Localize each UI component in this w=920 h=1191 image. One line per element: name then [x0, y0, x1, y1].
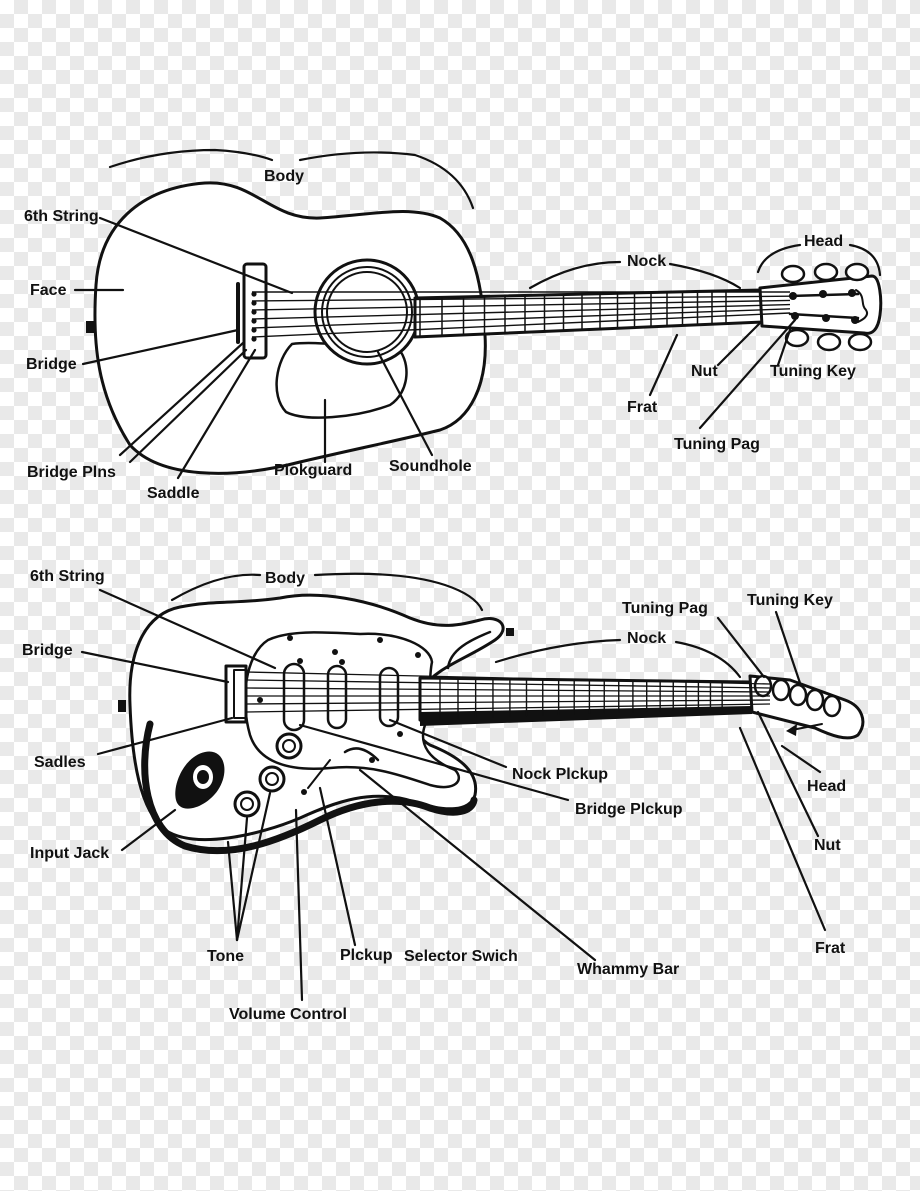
label-acoustic-fret: Frat [627, 399, 658, 416]
electric-bridge [224, 664, 248, 724]
label-electric-fret: Frat [815, 940, 846, 957]
electric-pickguard-screws [257, 635, 421, 763]
electric-pickguard-screw [397, 731, 403, 737]
label-electric-selector-switch: Selector Swich [404, 948, 518, 965]
electric-middle-pickup [326, 664, 348, 730]
label-acoustic-head: Head [804, 233, 843, 250]
acoustic-guitar [86, 181, 883, 475]
label-electric-tone: Tone [207, 948, 244, 965]
label-electric-nut: Nut [814, 837, 841, 854]
electric-string [245, 699, 771, 705]
electric-frets [439, 678, 723, 720]
electric-pickguard-screw [369, 757, 375, 763]
acoustic-strings [251, 291, 791, 338]
acoustic-bridge-pin [251, 336, 257, 342]
acoustic-leaders [73, 148, 882, 480]
electric-strap-button [118, 700, 126, 712]
label-acoustic-sixth-string: 6th String [24, 208, 99, 225]
electric-selector-tip [301, 789, 307, 795]
label-acoustic-soundhole: Soundhole [389, 458, 472, 475]
electric-horn [446, 630, 492, 670]
electric-pickguard-screw [377, 637, 383, 643]
acoustic-bridge-pin [251, 300, 257, 306]
electric-string [245, 679, 771, 689]
electric-whammy-bar [343, 747, 380, 762]
label-electric-neck-pickup: Nock Plckup [512, 766, 608, 783]
label-electric-input-jack: Input Jack [30, 845, 109, 862]
acoustic-string [251, 303, 791, 320]
acoustic-string [251, 299, 791, 311]
electric-tone-knob-1 [258, 765, 286, 793]
label-electric-bridge: Bridge [22, 642, 73, 659]
electric-tone-knob-1-inner [265, 772, 279, 786]
acoustic-bridge-pin [251, 327, 257, 333]
acoustic-bridge-pins [251, 291, 257, 342]
label-acoustic-bridge: Bridge [26, 356, 77, 373]
label-electric-whammy-bar: Whammy Bar [577, 961, 679, 978]
label-acoustic-saddle: Saddle [147, 485, 200, 502]
acoustic-frets [419, 290, 727, 337]
acoustic-bridge-pin [251, 309, 257, 315]
acoustic-soundhole-outer [313, 258, 421, 366]
label-electric-saddles: Sadles [34, 754, 86, 771]
acoustic-string [251, 295, 791, 302]
electric-input-jack-hole [197, 770, 209, 784]
electric-volume-knob [275, 732, 303, 760]
electric-pickguard-screw [415, 652, 421, 658]
label-acoustic-tuning-key: Tuning Key [770, 363, 856, 380]
electric-pickguard-screw [339, 659, 345, 665]
electric-guitar [118, 593, 865, 855]
electric-horn-button [506, 628, 514, 636]
electric-head-arrow-tip [786, 724, 797, 736]
acoustic-bridge-pin [251, 318, 257, 324]
label-electric-sixth-string: 6th String [30, 568, 105, 585]
label-acoustic-neck: Nock [627, 253, 666, 270]
electric-volume-knob-inner [282, 739, 296, 753]
electric-string [245, 671, 771, 685]
label-electric-body: Body [265, 570, 305, 587]
electric-neck-shadow [420, 706, 752, 726]
label-electric-bridge-pickup: Bridge Plckup [575, 801, 683, 818]
acoustic-tuning-pegs [789, 289, 859, 324]
electric-bridge-inner [233, 669, 247, 719]
electric-string [245, 687, 771, 693]
electric-tone-knob-2-inner [240, 797, 254, 811]
label-electric-neck: Nock [627, 630, 666, 647]
electric-pickguard-screw [257, 697, 263, 703]
label-electric-tuning-key: Tuning Key [747, 592, 833, 609]
label-acoustic-bridge-pins: Bridge Plns [27, 464, 116, 481]
label-electric-tuning-peg: Tuning Pag [622, 600, 708, 617]
electric-leaders [80, 572, 827, 1002]
electric-pickguard-screw [297, 658, 303, 664]
electric-head-arrow [791, 723, 823, 731]
label-electric-pickup: Plckup [340, 947, 393, 964]
electric-strings [245, 671, 771, 713]
labels: Body 6th String Face Bridge Bridge Plns … [22, 168, 856, 1023]
acoustic-tuning-keys [780, 262, 873, 352]
acoustic-bridge-pin [251, 291, 257, 297]
acoustic-string [251, 312, 791, 338]
electric-neck-pickup [378, 666, 400, 728]
acoustic-soundhole-ring [321, 266, 413, 358]
label-acoustic-face: Face [30, 282, 67, 299]
label-electric-volume-control: Volume Control [229, 1006, 347, 1023]
label-acoustic-body: Body [264, 168, 304, 185]
electric-string [245, 703, 771, 713]
label-acoustic-pickguard: Plokguard [274, 462, 352, 479]
acoustic-head-tip [855, 289, 868, 323]
acoustic-string [251, 308, 791, 329]
electric-pickguard-screw [287, 635, 293, 641]
electric-pickguard-screw [332, 649, 338, 655]
label-acoustic-tuning-peg: Tuning Pag [674, 436, 760, 453]
label-electric-head: Head [807, 778, 846, 795]
electric-tone-knob-2 [233, 790, 261, 818]
electric-tuning-keys [753, 674, 842, 718]
acoustic-soundhole-inner [326, 271, 408, 353]
acoustic-strap-button [86, 321, 94, 333]
label-acoustic-nut: Nut [691, 363, 718, 380]
electric-selector-switch [307, 759, 331, 789]
